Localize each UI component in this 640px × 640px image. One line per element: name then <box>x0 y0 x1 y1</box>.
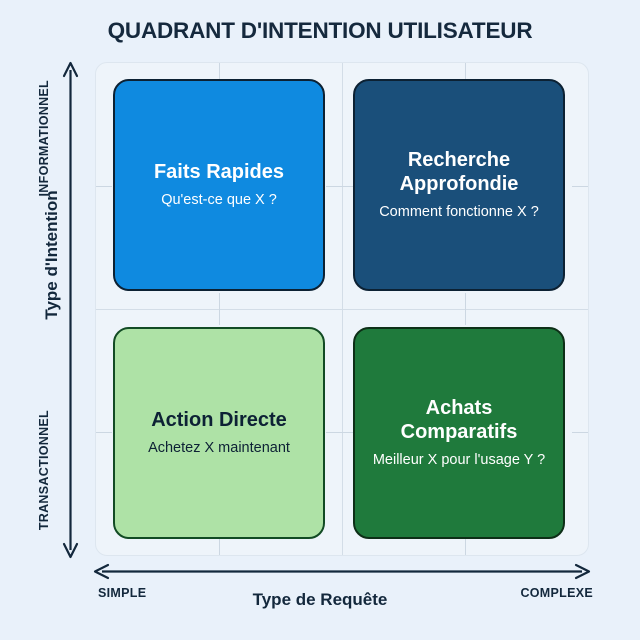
page-title: QUADRANT D'INTENTION UTILISATEUR <box>107 18 533 43</box>
y-axis-low-label: TRANSACTIONNEL <box>37 410 51 531</box>
grid-tick <box>219 293 220 325</box>
grid-tick <box>465 63 466 79</box>
y-axis-title: Type d'Intention <box>42 190 61 320</box>
gridline-horizontal-center <box>96 309 588 310</box>
grid-tick <box>326 432 358 433</box>
quadrant-faits-rapides[interactable]: Faits Rapides Qu'est-ce que X ? <box>113 79 325 291</box>
grid-tick <box>96 432 112 433</box>
x-axis-low-label: SIMPLE <box>98 586 147 600</box>
x-axis-title: Type de Requête <box>252 590 388 609</box>
grid-tick <box>326 186 358 187</box>
y-axis-double-arrow-icon <box>62 61 79 559</box>
grid-tick <box>465 539 466 555</box>
quadrant-title: Recherche Approfondie <box>399 149 519 195</box>
x-axis-double-arrow-icon <box>93 563 591 580</box>
grid-tick <box>465 293 466 325</box>
grid-tick <box>219 539 220 555</box>
x-axis-high-label: COMPLEXE <box>520 586 593 600</box>
grid-tick <box>572 186 588 187</box>
quadrant-title: Achats Comparatifs <box>400 397 518 443</box>
quadrant-action-directe[interactable]: Action Directe Achetez X maintenant <box>113 327 325 539</box>
quadrant-title: Faits Rapides <box>153 161 285 184</box>
quadrant-recherche-approfondie[interactable]: Recherche Approfondie Comment fonctionne… <box>353 79 565 291</box>
grid-tick <box>96 186 112 187</box>
quadrant-subtitle: Qu'est-ce que X ? <box>161 191 277 208</box>
quadrant-plot-area: Faits Rapides Qu'est-ce que X ? Recherch… <box>95 62 589 556</box>
quadrant-achats-comparatifs[interactable]: Achats Comparatifs Meilleur X pour l'usa… <box>353 327 565 539</box>
grid-tick <box>572 432 588 433</box>
grid-tick <box>219 63 220 79</box>
quadrant-title: Action Directe <box>151 409 287 432</box>
quadrant-subtitle: Meilleur X pour l'usage Y ? <box>372 451 546 468</box>
quadrant-subtitle: Comment fonctionne X ? <box>379 203 539 220</box>
quadrant-subtitle: Achetez X maintenant <box>148 439 290 456</box>
